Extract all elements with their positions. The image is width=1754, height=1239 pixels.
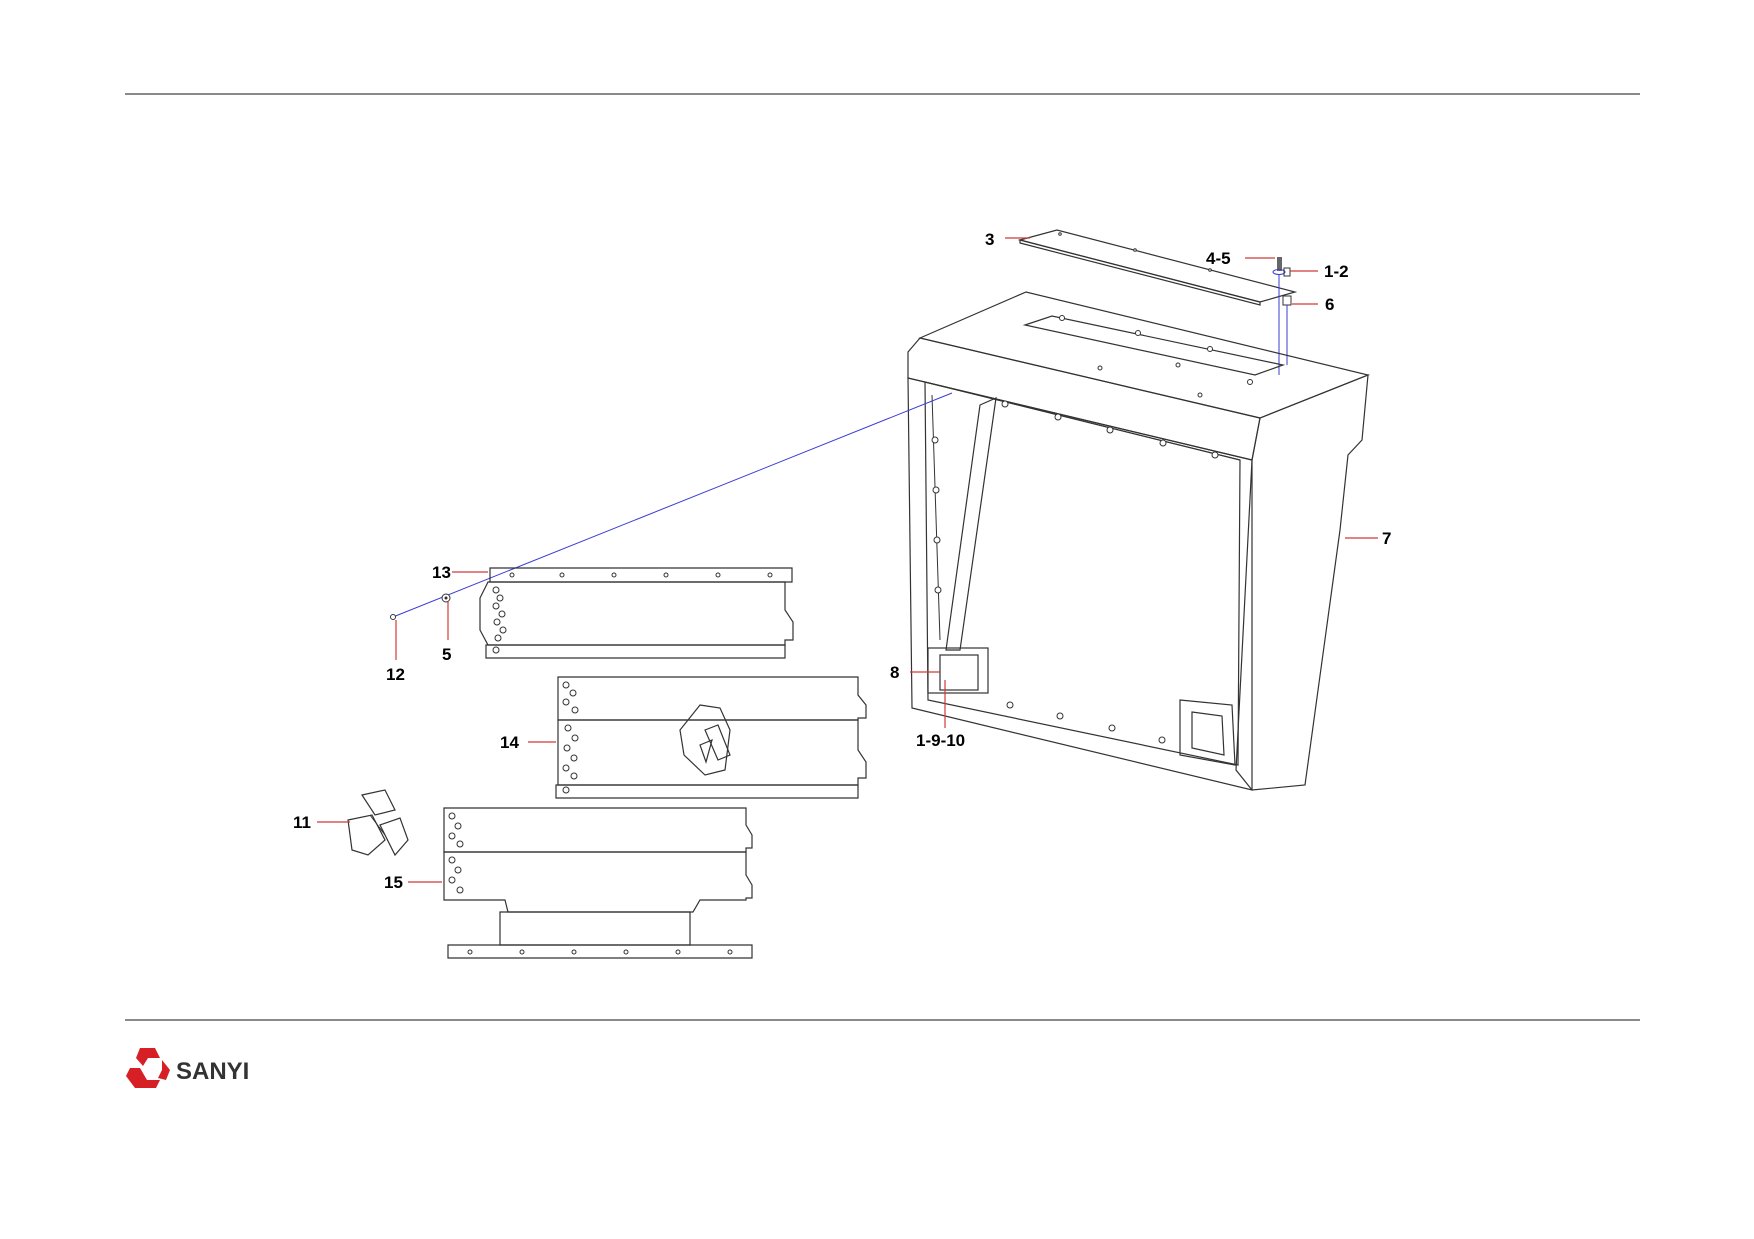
callout-12: 12 — [386, 665, 405, 684]
callout-5: 5 — [442, 645, 451, 664]
leader-lines — [317, 237, 1378, 883]
part-11-emblem — [347, 789, 409, 857]
sanyi-logo: SANYI — [126, 1048, 249, 1088]
sanyi-logo-icon — [126, 1048, 170, 1088]
callout-7: 7 — [1382, 529, 1391, 548]
housing-bolt-holes — [931, 315, 1253, 744]
callout-1-2: 1-2 — [1324, 262, 1349, 281]
callout-15: 15 — [384, 873, 403, 892]
callout-13: 13 — [432, 563, 451, 582]
callout-6: 6 — [1325, 295, 1334, 314]
callout-11: 11 — [293, 813, 311, 832]
part-3-top-plate — [1017, 229, 1298, 306]
brand-name: SANYI — [176, 1058, 249, 1085]
part-7-housing — [907, 291, 1370, 791]
callout-8: 8 — [890, 663, 899, 682]
part-14-panel — [555, 676, 867, 799]
callout-4-5: 4-5 — [1206, 249, 1231, 268]
part-15-panel — [443, 807, 753, 959]
part-hardware-fasteners — [1272, 257, 1292, 375]
part-13-panel — [479, 567, 794, 659]
callout-3: 3 — [985, 230, 994, 249]
callout-14: 14 — [500, 733, 519, 752]
assembly-line — [392, 392, 953, 618]
callout-1-9-10: 1-9-10 — [916, 731, 965, 750]
